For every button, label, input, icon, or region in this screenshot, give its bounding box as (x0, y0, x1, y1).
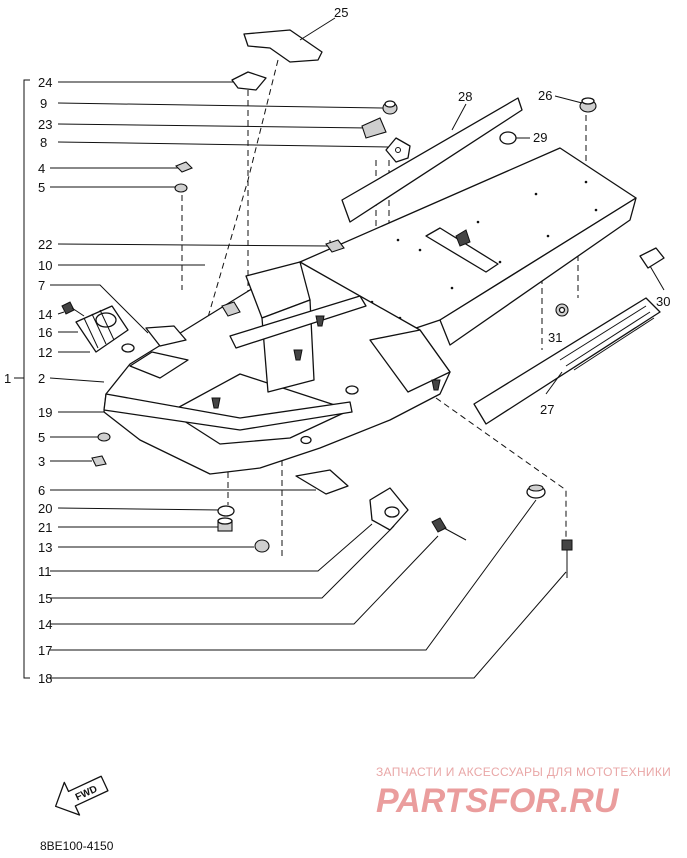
leader-25 (299, 17, 336, 41)
fwd-arrow-icon: FWD (54, 775, 109, 816)
left-callout-bracket (23, 79, 30, 679)
callout-1: 1 (4, 371, 11, 386)
part-5-rubber-top (174, 183, 188, 193)
tray-strap (425, 227, 499, 273)
frame-long-rail (229, 295, 367, 349)
part-23-plate (361, 117, 387, 139)
part-30-clip (639, 247, 665, 269)
part-28-side-strip (341, 97, 523, 223)
callout-15: 15 (38, 591, 52, 606)
watermark: ЗАПЧАСТИ И АКСЕССУАРЫ ДЛЯ МОТОТЕХНИКИ PA… (376, 765, 671, 820)
callout-29: 29 (533, 130, 547, 145)
callout-19: 19 (38, 405, 52, 420)
part-9-grommet (382, 100, 398, 115)
callout-11: 11 (38, 564, 52, 579)
callout-labels-other: 25 28 26 29 30 31 27 (334, 5, 670, 417)
part-22-pad (325, 239, 345, 253)
leader-27 (545, 371, 563, 395)
callout-7: 7 (38, 278, 45, 293)
leader-30 (649, 265, 665, 291)
callout-6: 6 (38, 483, 45, 498)
part-27-stripes (559, 305, 655, 371)
callout-4: 4 (38, 161, 45, 176)
part-27-side-panel (473, 297, 661, 425)
callout-2: 2 (38, 371, 45, 386)
part-14-bolt-left (61, 301, 85, 317)
part-29-ring (499, 131, 517, 145)
callout-13: 13 (38, 540, 52, 555)
callout-31: 31 (548, 330, 562, 345)
leader-lines (49, 81, 567, 679)
callout-5b: 5 (38, 430, 45, 445)
leader-26 (554, 95, 583, 104)
callout-20: 20 (38, 501, 52, 516)
rear-tray-side (439, 197, 637, 346)
watermark-logo: PARTSFOR.RU (376, 782, 620, 820)
part-16-intake-boot (75, 305, 129, 353)
part-21-collar (217, 517, 233, 532)
part-8-bracket (385, 137, 411, 163)
part-25-top-cover (243, 29, 323, 63)
part-3-damper (91, 455, 107, 467)
callout-17: 17 (38, 643, 52, 658)
part-7-bracket (145, 325, 187, 347)
callout-8: 8 (40, 135, 47, 150)
callout-5a: 5 (38, 180, 45, 195)
part-15-engine-mount (369, 487, 409, 531)
callout-18: 18 (38, 671, 52, 686)
frame-studs (211, 315, 441, 409)
frame-front-rail (103, 393, 353, 431)
callout-25: 25 (334, 5, 348, 20)
diagram-code: 8BE100-4150 (40, 839, 114, 853)
callout-27: 27 (540, 402, 554, 417)
callout-24: 24 (38, 75, 52, 90)
part-4-rubber (175, 161, 193, 173)
callout-3: 3 (38, 454, 45, 469)
part-6-bracket (295, 469, 349, 495)
tray-strap-clip (455, 229, 471, 247)
part-10-pad (221, 301, 241, 317)
leader-28 (451, 103, 467, 131)
callout-9: 9 (40, 96, 47, 111)
frame-holes (121, 343, 359, 445)
frame-cross-member (129, 351, 189, 379)
part-18-bolt (561, 539, 573, 578)
callout-12: 12 (38, 345, 52, 360)
callout-14b: 14 (38, 617, 52, 632)
callout-21: 21 (38, 520, 52, 535)
part-14-bolt-right (431, 517, 467, 541)
frame-right-box (369, 329, 451, 393)
watermark-tagline: ЗАПЧАСТИ И АКСЕССУАРЫ ДЛЯ МОТОТЕХНИКИ (376, 765, 671, 779)
part-5-rubber-bottom (97, 432, 111, 442)
part-13-grommet (254, 539, 270, 553)
part-24-pad (231, 71, 267, 91)
callout-10: 10 (38, 258, 52, 273)
callout-28: 28 (458, 89, 472, 104)
callout-26: 26 (538, 88, 552, 103)
part-17-cap (526, 484, 546, 499)
callout-14a: 14 (38, 307, 52, 322)
callout-23: 23 (38, 117, 52, 132)
callout-labels-left: 24 9 23 8 4 5 22 10 7 14 16 12 1 2 19 5 … (4, 75, 52, 686)
part-20-washer (217, 505, 235, 517)
callout-30: 30 (656, 294, 670, 309)
part-26-grommet (579, 97, 597, 113)
part-31-nut (555, 303, 569, 317)
callout-22: 22 (38, 237, 52, 252)
callout-16: 16 (38, 325, 52, 340)
